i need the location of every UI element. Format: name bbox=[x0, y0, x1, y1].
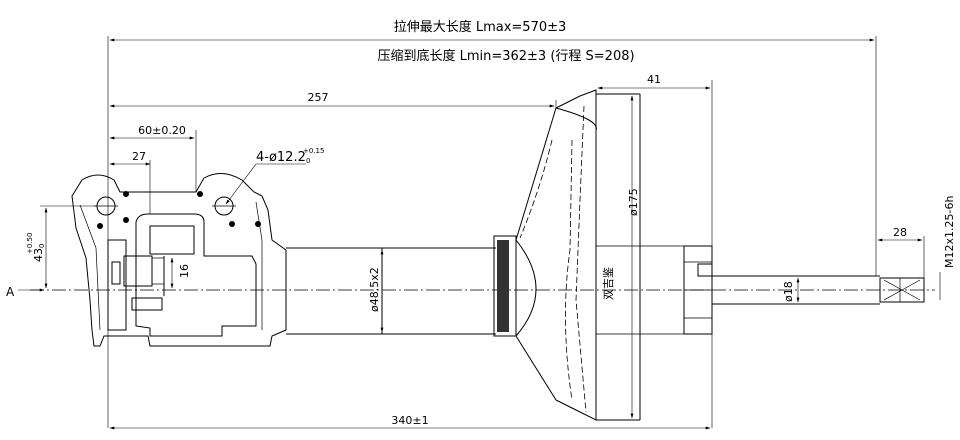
dim-16-label: 16 bbox=[178, 264, 191, 278]
seal-ring bbox=[497, 240, 509, 332]
dim-28: 28 bbox=[877, 226, 923, 242]
dim-lmax: 拉伸最大长度 Lmax=570±3 bbox=[109, 19, 875, 42]
dim-257-label: 257 bbox=[308, 91, 329, 104]
dim-lmin: 压缩到底长度 Lmin=362±3 (行程 S=208) bbox=[377, 48, 634, 64]
dim-16: 16 bbox=[170, 257, 191, 289]
dim-43-tol-lower: 0 bbox=[38, 244, 46, 248]
top-nut bbox=[683, 245, 713, 335]
lmin-label: 压缩到底长度 Lmin=362±3 (行程 S=208) bbox=[377, 48, 634, 64]
dim-tube-dia: ø48.5x2 bbox=[368, 249, 384, 333]
dim-257: 257 bbox=[109, 91, 555, 108]
outer-tube bbox=[286, 247, 496, 335]
dim-holes: 4-ø12.2 +0.15 0 bbox=[225, 147, 324, 205]
part-stamp-text: 双吉鉴 bbox=[602, 267, 615, 300]
dim-plate-dia: ø175 bbox=[627, 95, 640, 419]
holes-tol-lower: 0 bbox=[306, 157, 310, 165]
rod-dia-label: ø18 bbox=[782, 281, 795, 302]
section-a-label: A bbox=[6, 285, 15, 299]
dim-60: 60±0.20 bbox=[109, 124, 195, 140]
holes-tol-upper: +0.15 bbox=[303, 147, 324, 155]
dim-thread: M12x1.25-6h bbox=[939, 196, 956, 300]
lmax-label: 拉伸最大长度 Lmax=570±3 bbox=[394, 19, 567, 35]
dim-43-label: 43 bbox=[32, 248, 45, 262]
dim-41-label: 41 bbox=[647, 73, 661, 86]
knuckle-bracket bbox=[71, 173, 287, 347]
dim-43: 43 +0.50 0 bbox=[26, 207, 48, 289]
dim-28-label: 28 bbox=[893, 226, 907, 239]
dim-60-label: 60±0.20 bbox=[138, 124, 186, 137]
thread-label: M12x1.25-6h bbox=[943, 196, 956, 268]
section-a-marker: A bbox=[6, 285, 45, 299]
dim-43-tol-upper: +0.50 bbox=[26, 233, 34, 254]
dim-27: 27 bbox=[109, 150, 151, 214]
dim-41: 41 bbox=[597, 73, 711, 90]
dim-rod-dia: ø18 bbox=[782, 277, 800, 303]
dim-340: 340±1 bbox=[109, 414, 711, 430]
tube-dia-label: ø48.5x2 bbox=[368, 267, 381, 312]
holes-label: 4-ø12.2 bbox=[256, 150, 306, 165]
dim-27-label: 27 bbox=[132, 150, 146, 163]
plate-dia-label: ø175 bbox=[627, 188, 640, 216]
spring-seat-plate: 双吉鉴 bbox=[493, 89, 684, 421]
dim-340-label: 340±1 bbox=[391, 414, 428, 427]
piston-rod bbox=[712, 275, 925, 305]
